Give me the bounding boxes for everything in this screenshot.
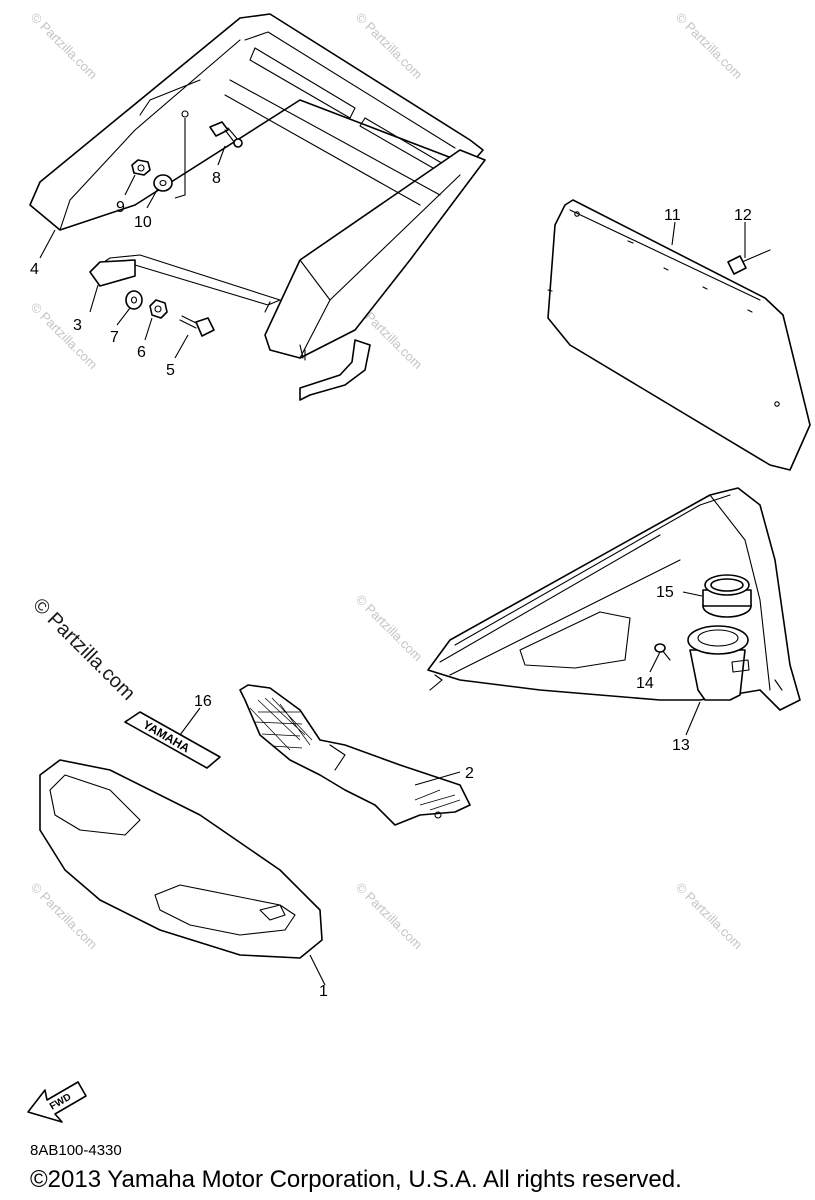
panel-part bbox=[547, 199, 811, 471]
fasteners bbox=[125, 110, 243, 337]
watermark: © Partzilla.com bbox=[28, 10, 101, 83]
washer-7-icon bbox=[125, 290, 143, 310]
screw-12-icon bbox=[727, 249, 771, 275]
callout-13: 13 bbox=[672, 737, 690, 754]
callout-3: 3 bbox=[73, 317, 82, 334]
nut-9-icon bbox=[131, 159, 151, 176]
air-duct-part bbox=[239, 684, 471, 826]
callout-16: 16 bbox=[194, 693, 212, 710]
fwd-arrow-icon: FWD bbox=[27, 1081, 87, 1123]
callout-14: 14 bbox=[636, 675, 654, 692]
watermark: © Partzilla.com bbox=[353, 880, 426, 953]
callouts: 1 2 3 4 5 6 7 8 9 10 11 12 13 14 15 16 bbox=[30, 170, 752, 1000]
plug-15-icon bbox=[702, 574, 752, 618]
callout-4: 4 bbox=[30, 261, 39, 278]
washer-10-icon bbox=[153, 174, 173, 192]
callout-7: 7 bbox=[110, 329, 119, 346]
callout-9: 9 bbox=[116, 199, 125, 216]
bolt-5-icon bbox=[179, 315, 215, 337]
watermark: © Partzilla.com bbox=[28, 300, 101, 373]
watermark: © Partzilla.com bbox=[673, 10, 746, 83]
callout-1: 1 bbox=[319, 983, 328, 1000]
callout-10: 10 bbox=[134, 214, 152, 231]
watermark-main: © Partzilla.com bbox=[28, 594, 139, 705]
copyright-text: ©2013 Yamaha Motor Corporation, U.S.A. A… bbox=[30, 1166, 682, 1193]
leader-lines bbox=[39, 145, 746, 986]
front-grille-part bbox=[39, 759, 323, 959]
callout-5: 5 bbox=[166, 362, 175, 379]
cup-holder-13-icon bbox=[687, 625, 750, 701]
assembly-line bbox=[174, 118, 186, 199]
yamaha-decal-part: YAMAHA bbox=[124, 711, 221, 769]
bracket-rod-part bbox=[89, 254, 371, 401]
carrier-frame-part bbox=[29, 13, 486, 361]
document-code: 8AB100-4330 bbox=[30, 1142, 122, 1159]
nut-6-icon bbox=[149, 299, 168, 319]
bolt-8-icon bbox=[209, 121, 243, 148]
watermark: © Partzilla.com bbox=[353, 10, 426, 83]
watermark: © Partzilla.com bbox=[673, 880, 746, 953]
callout-8: 8 bbox=[212, 170, 221, 187]
callout-2: 2 bbox=[465, 765, 474, 782]
callout-12: 12 bbox=[734, 207, 752, 224]
callout-15: 15 bbox=[656, 584, 674, 601]
watermark: © Partzilla.com bbox=[353, 592, 426, 665]
callout-11: 11 bbox=[664, 207, 681, 224]
callout-6: 6 bbox=[137, 344, 146, 361]
